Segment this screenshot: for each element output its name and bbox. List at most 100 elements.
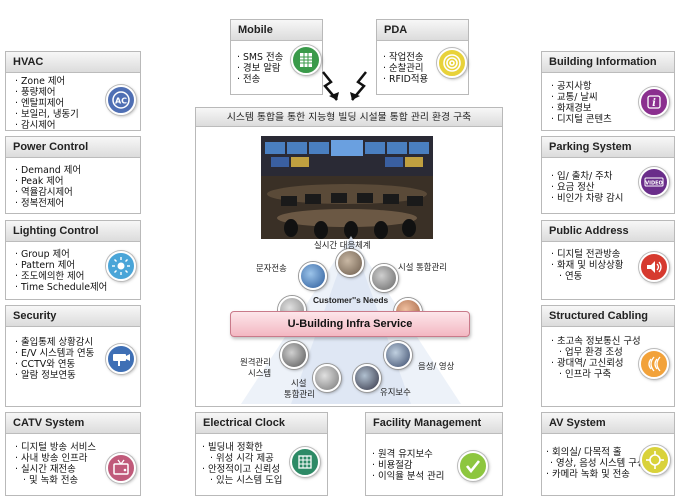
label-msg: 문자전송 — [256, 263, 287, 273]
list-item: 순찰관리 — [383, 63, 428, 74]
list-item: 공지사항 — [551, 81, 612, 92]
panel-title: 시스템 통합을 통한 지능형 빌딩 시설물 통합 관리 환경 구축 — [196, 108, 502, 127]
cabling-title: Structured Cabling — [542, 306, 674, 327]
list-item: 화재 및 비상상황 — [551, 260, 623, 271]
list-item: 비인가 차량 감시 — [551, 193, 623, 204]
list-item: 비용절감 — [372, 460, 444, 471]
list-item: 디지털 방송 서비스 — [15, 442, 96, 453]
label-integrated: 시설 통합관리 — [398, 262, 447, 272]
facility-title: Facility Management — [366, 413, 502, 434]
list-item: 보일러, 냉동기 — [15, 109, 79, 120]
building-list: 공지사항 교통/ 날씨 화재경보 디지털 콘텐츠 — [551, 81, 612, 125]
list-item: 초고속 정보통신 구성 — [551, 336, 641, 347]
facility-card: Facility Management 원격 유지보수 비용절감 이익율 분석 … — [365, 412, 503, 496]
list-item: 역율감시제어 — [15, 187, 81, 198]
list-item: 풍량제어 — [15, 87, 79, 98]
node-remote — [280, 341, 308, 369]
pda-title: PDA — [377, 20, 468, 41]
list-item: 정복전제어 — [15, 198, 81, 209]
list-item: 조도에의한 제어 — [15, 271, 107, 282]
signal-icon — [639, 349, 669, 379]
check-icon — [458, 451, 488, 481]
node-integrated — [370, 264, 398, 292]
av-card: AV System 회의실/ 다목적 홀 영상, 음성 시스템 구성 카메라 녹… — [541, 412, 675, 496]
list-item: Group 제어 — [15, 249, 107, 260]
list-item: Pattern 제어 — [15, 260, 107, 271]
list-item: 안정적이고 신뢰성 — [202, 464, 282, 475]
list-item: 요금 정산 — [551, 182, 623, 193]
av-title: AV System — [542, 413, 674, 434]
mobile-card: Mobile SMS 전송 경보 알람 전송 — [230, 19, 323, 95]
list-item: 이익율 분석 관리 — [372, 471, 444, 482]
building-card: Building Information 공지사항 교통/ 날씨 화재경보 디지… — [541, 51, 675, 131]
label-fac2: 통합관리 — [284, 389, 315, 399]
cabling-list: 초고속 정보통신 구성 업무 환경 조성 광대역/ 고신뢰성 인프라 구축 — [551, 336, 641, 380]
hvac-list: Zone 제어 풍량제어 엔탈피제어 보일러, 냉동기 감시제어 — [15, 76, 79, 131]
list-item: 디지털 콘텐츠 — [551, 114, 612, 125]
clock-title: Electrical Clock — [196, 413, 327, 434]
node-realtime — [336, 249, 364, 277]
pda-card: PDA 작업전송 순찰관리 RFID적용 — [376, 19, 469, 95]
rfid-icon — [437, 48, 467, 78]
catv-list: 디지털 방송 서비스 사내 방송 인프라 실시간 재전송 및 녹화 전송 — [15, 442, 96, 486]
svg-text:i: i — [652, 98, 656, 109]
list-item: 있는 시스템 도입 — [202, 475, 282, 486]
list-item: 작업전송 — [383, 52, 428, 63]
list-item: 디지털 전관방송 — [551, 249, 623, 260]
public-title: Public Address — [542, 221, 674, 242]
list-item: 인프라 구축 — [551, 369, 641, 380]
list-item: 회의실/ 다목적 홀 — [546, 447, 646, 458]
security-title: Security — [6, 306, 140, 327]
av-list: 회의실/ 다목적 홀 영상, 음성 시스템 구성 카메라 녹화 및 전송 — [546, 447, 646, 480]
control-room-image — [261, 136, 433, 239]
list-item: 교통/ 날씨 — [551, 92, 612, 103]
list-item: 알람 정보연동 — [15, 370, 94, 381]
node-maint — [353, 364, 381, 392]
hvac-title: HVAC — [6, 52, 140, 73]
list-item: E/V 시스템과 연동 — [15, 348, 94, 359]
parking-card: Parking System 입/ 출차/ 주차 요금 정산 비인가 차량 감시… — [541, 136, 675, 214]
signal-zigzag-left — [322, 71, 339, 101]
list-item: 경보 알람 — [237, 63, 283, 74]
hvac-card: HVAC Zone 제어 풍량제어 엔탈피제어 보일러, 냉동기 감시제어 AC — [5, 51, 141, 131]
list-item: 영상, 음성 시스템 구성 — [546, 458, 646, 469]
list-item: Time Schedule제어 — [15, 282, 107, 293]
video-icon: VIDEO — [639, 167, 669, 197]
pda-list: 작업전송 순찰관리 RFID적용 — [383, 52, 428, 85]
speaker-icon — [639, 252, 669, 282]
list-item: 업무 환경 조성 — [551, 347, 641, 358]
security-list: 출입통제 상황감시 E/V 시스템과 연동 CCTV와 연동 알람 정보연동 — [15, 337, 94, 381]
list-item: 감시제어 — [15, 120, 79, 131]
integration-panel: 시스템 통합을 통한 지능형 빌딩 시설물 통합 관리 환경 구축 — [195, 107, 503, 407]
mobile-list: SMS 전송 경보 알람 전송 — [237, 52, 283, 85]
security-card: Security 출입통제 상황감시 E/V 시스템과 연동 CCTV와 연동 … — [5, 305, 141, 407]
mobile-title: Mobile — [231, 20, 322, 41]
list-item: 카메라 녹화 및 전송 — [546, 469, 646, 480]
spreadsheet-icon — [291, 45, 321, 75]
label-realtime: 실시간 대응체계 — [314, 240, 371, 250]
parking-title: Parking System — [542, 137, 674, 158]
svg-text:VIDEO: VIDEO — [645, 181, 663, 187]
cctv-icon — [106, 344, 136, 374]
list-item: Zone 제어 — [15, 76, 79, 87]
light-icon — [106, 251, 136, 281]
list-item: 실시간 재전송 — [15, 464, 96, 475]
list-item: 화재경보 — [551, 103, 612, 114]
list-item: Peak 제어 — [15, 176, 81, 187]
public-list: 디지털 전관방송 화재 및 비상상황 연동 — [551, 249, 623, 282]
power-list: Demand 제어 Peak 제어 역율감시제어 정복전제어 — [15, 165, 81, 209]
info-icon: i — [639, 87, 669, 117]
list-item: 원격 유지보수 — [372, 449, 444, 460]
list-item: 광대역/ 고신뢰성 — [551, 358, 641, 369]
facility-list: 원격 유지보수 비용절감 이익율 분석 관리 — [372, 449, 444, 482]
list-item: 출입통제 상황감시 — [15, 337, 94, 348]
node-facility — [313, 364, 341, 392]
label-maint: 유지보수 — [380, 387, 411, 397]
catv-card: CATV System 디지털 방송 서비스 사내 방송 인프라 실시간 재전송… — [5, 412, 141, 496]
camera-icon — [640, 445, 670, 475]
list-item: 및 녹화 전송 — [15, 475, 96, 486]
parking-list: 입/ 출차/ 주차 요금 정산 비인가 차량 감시 — [551, 171, 623, 204]
signal-zigzag-right — [350, 71, 367, 101]
node-av — [384, 341, 412, 369]
svg-text:AC: AC — [115, 97, 127, 106]
